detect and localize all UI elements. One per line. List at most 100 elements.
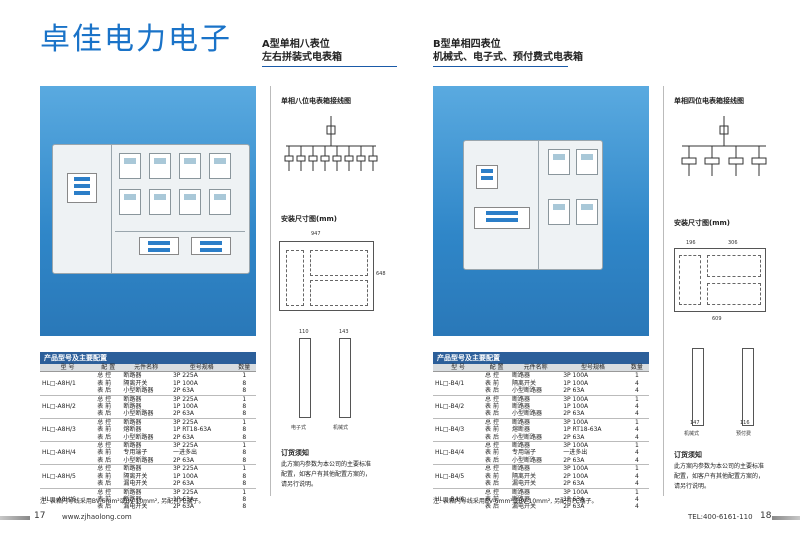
cell-qty: 4 [635, 433, 639, 441]
cell-qty: 8 [242, 387, 247, 395]
cell-component: 专用端子 [123, 449, 148, 457]
cell-qty: 8 [242, 433, 247, 441]
right-title-rule [433, 66, 568, 67]
cell-qty: 8 [242, 472, 247, 480]
cell-model [40, 410, 95, 418]
cell-qty: 4 [635, 495, 639, 503]
telephone: TEL:400-6161-110 [688, 513, 753, 521]
brand-title: 卓佳电力电子 [40, 22, 232, 57]
cell-model [433, 487, 484, 496]
cell-config: 表 后 [97, 433, 112, 441]
cell-config: 总 控 [95, 417, 122, 427]
cell-spec: 3P 100A [561, 371, 625, 380]
cell-model: HL□-A8H/6 [42, 495, 76, 503]
cell-spec: 3P 225A [170, 487, 233, 496]
cell-config: 表 前 [97, 472, 112, 480]
cell-component: 隔离开关 [123, 472, 148, 480]
cell-config: 表 后 [485, 503, 499, 511]
cell-config: 表 前 [485, 449, 499, 457]
cell-config: 表 前 [485, 426, 499, 434]
cell-model: HL□-B4/5 [435, 472, 465, 480]
cell-spec: 1P 100A [172, 403, 198, 411]
cell-component: 断路器 [510, 464, 562, 473]
cell-qty: 8 [242, 379, 247, 387]
cell-spec: 2P 63A [172, 480, 195, 488]
left-title-line2: 左右拼装式电表箱 [262, 52, 342, 63]
cell-spec: 2P 63A [172, 387, 195, 395]
cell-qty: 4 [635, 449, 639, 457]
cell-model [433, 394, 484, 404]
right-note: 注: 表箱内导线采用BV-6mm²或BV-10mm², 另配有PE端子。 [433, 498, 598, 505]
cell-component: 断路器 [510, 417, 562, 427]
col-config: 配 置 [95, 364, 122, 373]
cell-spec: 3P 100A [561, 487, 625, 496]
cell-qty: 4 [635, 426, 639, 434]
cell-config: 总 控 [95, 487, 122, 496]
cell-component: 小型断路器 [123, 410, 154, 418]
cell-model: HL□-B4/1 [435, 379, 465, 387]
cell-model [433, 387, 483, 395]
cell-spec: 2P 63A [172, 433, 195, 441]
cell-component: 小型断路器 [123, 387, 154, 395]
cell-model [40, 387, 95, 395]
cell-model: HL□-B4/6 [435, 495, 465, 503]
cell-component: 隔离开关 [123, 379, 148, 387]
left-note: 注: 表箱内导线采用BV-6mm²或BV-10mm², 另配有PE端子。 [40, 498, 205, 505]
right-side-view-1 [692, 348, 704, 426]
cell-qty: 1 [232, 487, 256, 496]
cell-component: 断路器 [121, 394, 171, 404]
cell-model: HL□-B4/4 [435, 449, 465, 457]
cell-spec: 3P 100A [561, 441, 625, 450]
right-table-title: 产品型号及主要配置 [433, 352, 649, 364]
cell-qty: 8 [242, 480, 247, 488]
cell-component: 专用端子 [512, 449, 537, 457]
right-dim-top2: 306 [728, 240, 738, 246]
cell-component: 熔断器 [123, 426, 142, 434]
meter-box-a8 [52, 144, 250, 274]
cell-config: 总 控 [483, 487, 511, 496]
cell-qty: 8 [242, 456, 247, 464]
cell-model [433, 457, 483, 465]
cell-spec: 3P 225A [170, 417, 233, 427]
right-install-drawing [674, 248, 766, 312]
cell-model: HL□-A8H/1 [42, 379, 76, 387]
left-title-line1: A型单相八表位 [262, 39, 330, 50]
cell-spec: 3P 100A [561, 464, 625, 473]
cell-component: 断路器 [512, 495, 531, 503]
cell-qty: 1 [624, 371, 649, 380]
cell-spec: 3P 225A [170, 371, 233, 380]
cell-component: 漏电开关 [512, 503, 537, 511]
cell-spec: 1P 100A [172, 379, 198, 387]
cell-model [40, 487, 96, 496]
cell-model [433, 410, 483, 418]
website-link[interactable]: www.zjhaolong.com [62, 513, 132, 521]
cell-component: 小型断路器 [512, 410, 543, 418]
cell-component: 断路器 [512, 403, 531, 411]
cell-spec: 2P 63A [172, 456, 195, 464]
cell-component: 熔断器 [512, 426, 531, 434]
cell-component: 漏电开关 [512, 480, 537, 488]
cell-qty: 8 [242, 495, 247, 503]
cell-spec: 3P 225A [170, 441, 233, 450]
left-dim-side2: 143 [339, 329, 349, 335]
right-side-label-2: 预付费 [736, 431, 752, 437]
right-side-view-2 [742, 348, 754, 426]
cell-spec: 2P 63A [563, 480, 585, 488]
cell-spec: 2P 63A [172, 410, 195, 418]
cell-component: 断路器 [510, 371, 562, 380]
cell-spec: 1P 100A [172, 472, 198, 480]
cell-model [40, 434, 95, 442]
cell-qty: 1 [232, 464, 256, 473]
cell-config: 表 前 [485, 403, 499, 411]
